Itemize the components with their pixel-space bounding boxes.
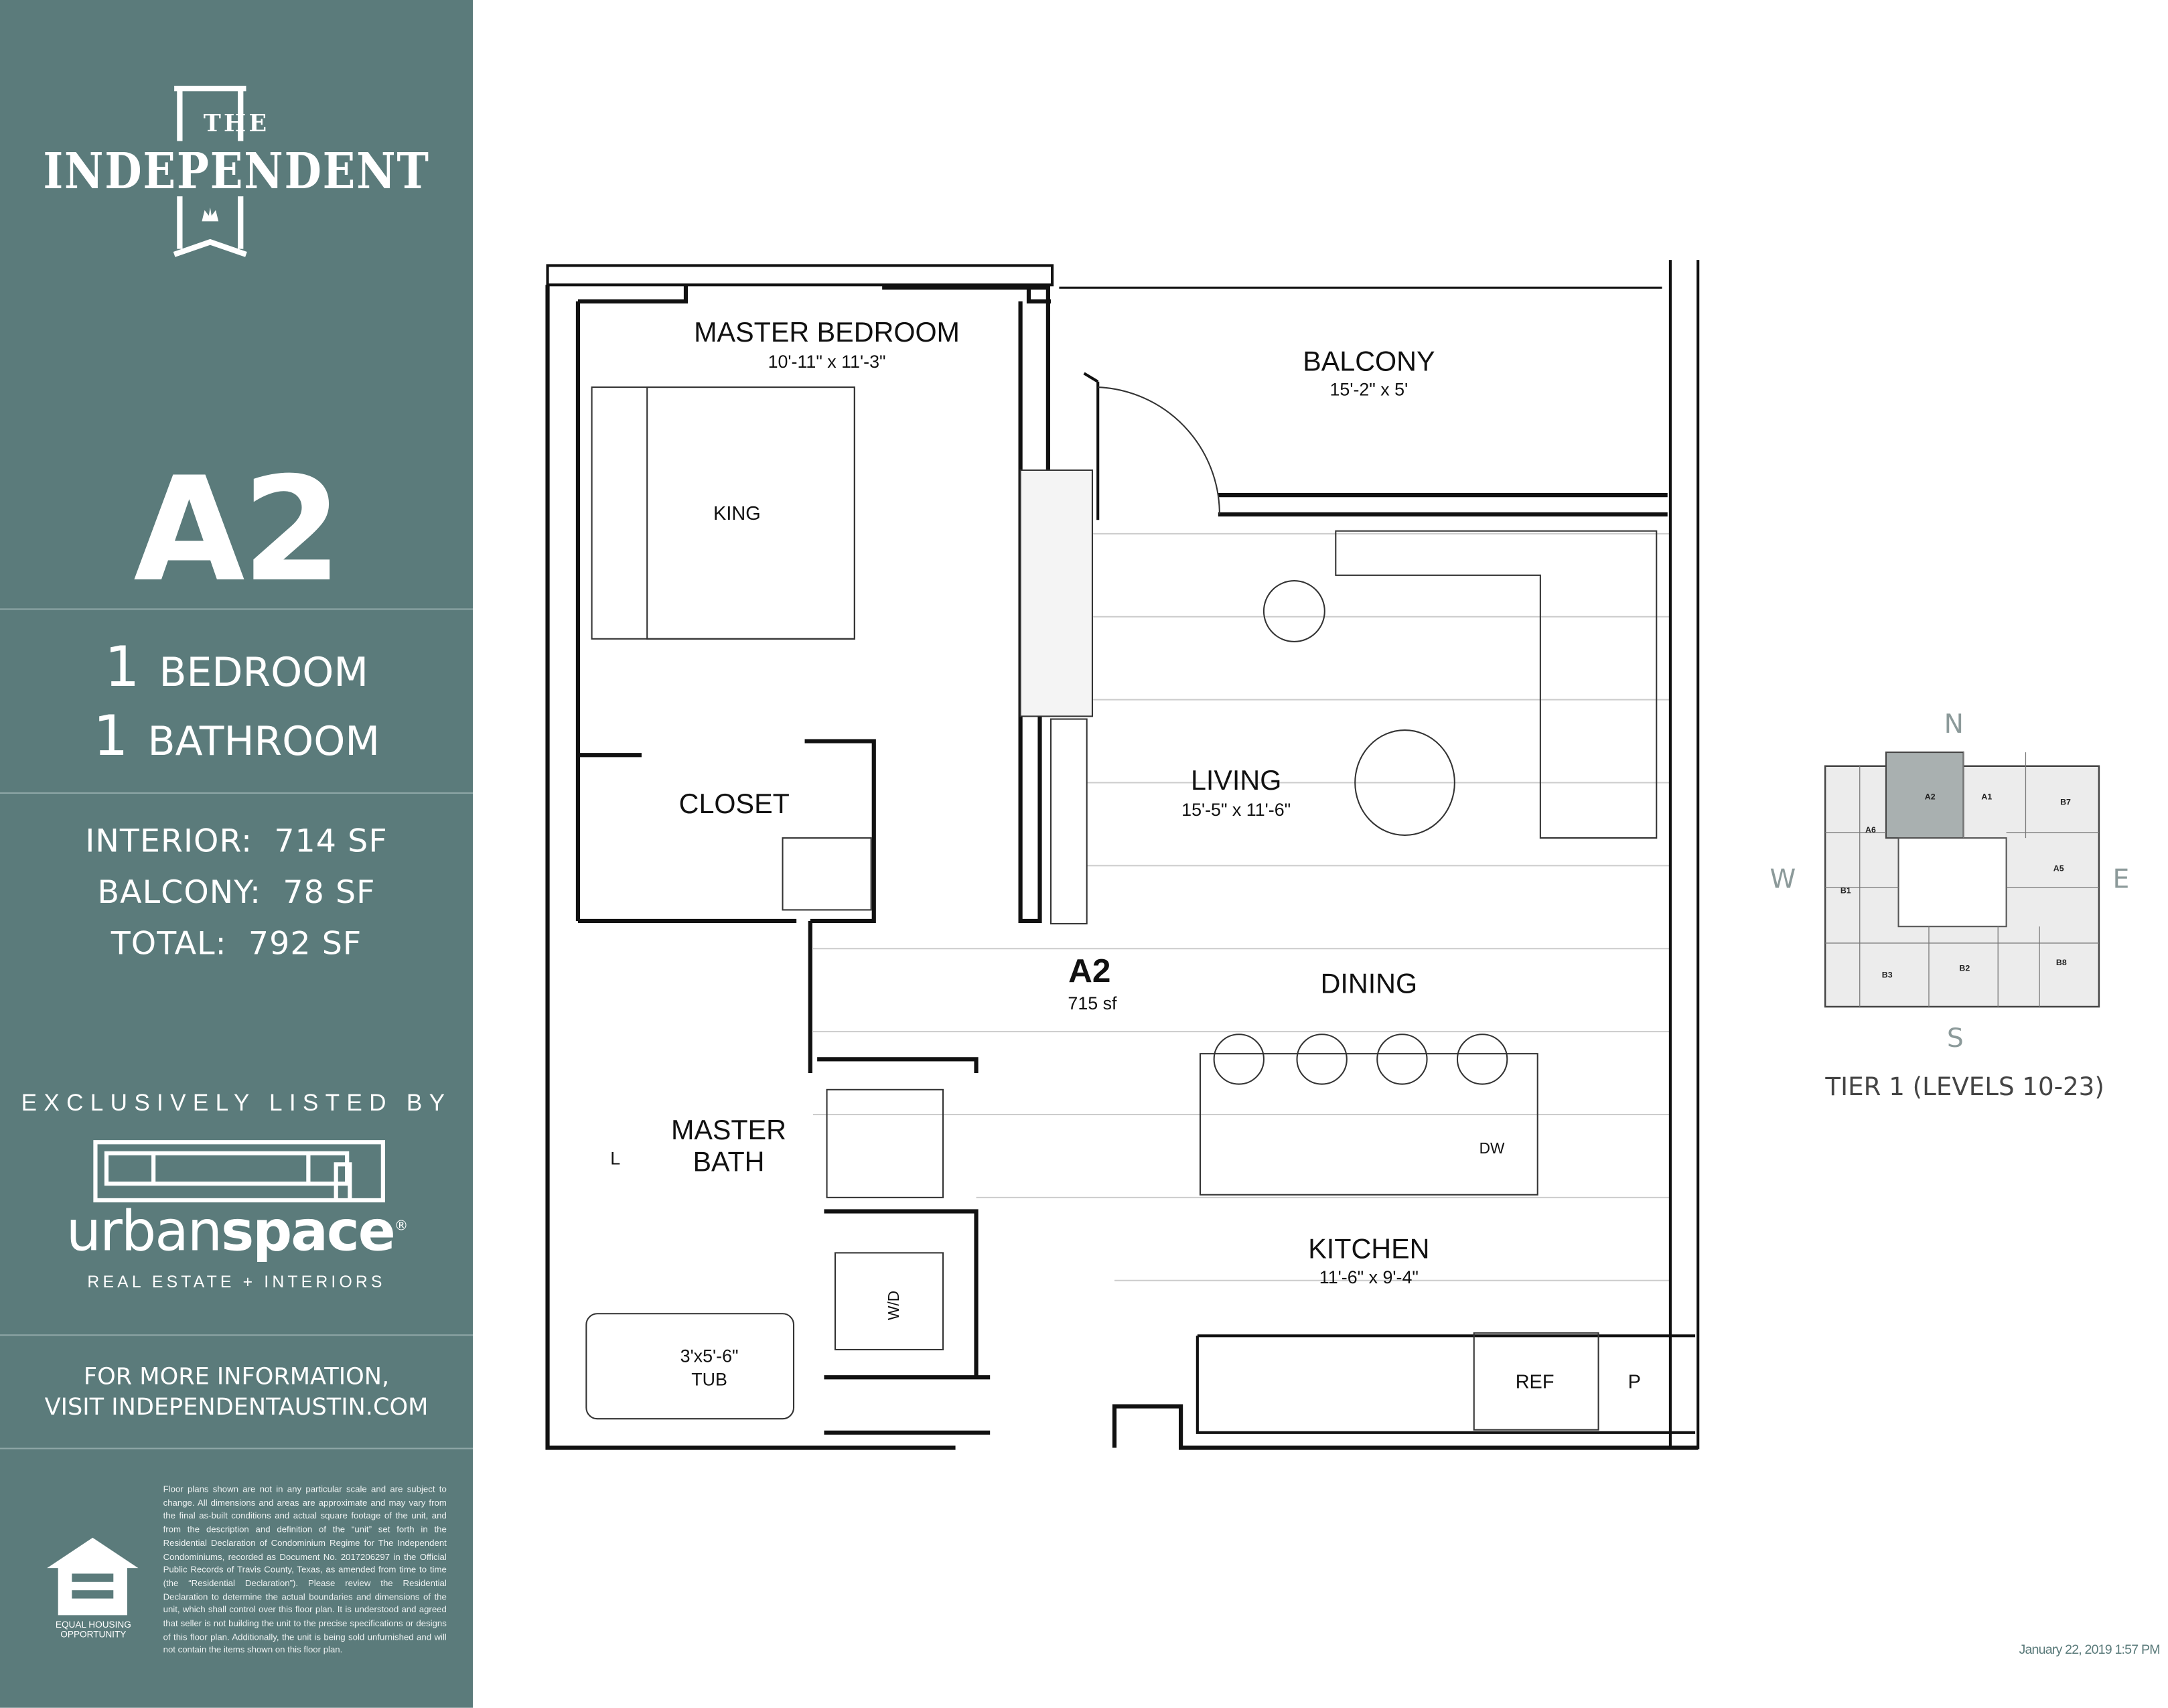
unit-name: A2 — [133, 445, 342, 614]
washer-dryer-label: W/D — [885, 1291, 902, 1320]
refrigerator-label: REF — [1516, 1372, 1555, 1393]
building-key-plan: A2 A1 B7 A6 A5 B1 B3 B2 B8 — [1804, 749, 2102, 1010]
disclaimer-text: Floor plans shown are not in any particu… — [163, 1485, 447, 1656]
room-master-bedroom: MASTER BEDROOM — [694, 317, 960, 348]
logo-the: THE — [203, 111, 270, 139]
urbanspace-wordmark: urbanspace® — [66, 1200, 409, 1264]
equal-housing-icon — [47, 1537, 139, 1616]
logo-banner-icon — [173, 85, 247, 257]
exclusively-listed-label: EXCLUSIVELY LISTED BY — [21, 1089, 452, 1117]
unit-sf-label: 715 sf — [1068, 993, 1117, 1013]
key-unit-b1: B1 — [1840, 886, 1851, 896]
room-dining: DINING — [1321, 968, 1417, 999]
room-living-dim: 15'-5" x 11'-6" — [1181, 800, 1291, 820]
room-labels: MASTER BEDROOM 10'-11" x 11'-3" KING BAL… — [610, 317, 1641, 1393]
urbanspace-tagline: REAL ESTATE + INTERIORS — [87, 1272, 386, 1292]
compass-east: E — [2112, 864, 2130, 895]
tub-label: TUB — [691, 1370, 727, 1390]
key-unit-b2: B2 — [1959, 963, 1970, 973]
more-info-label: FOR MORE INFORMATION, — [83, 1363, 390, 1391]
room-master-bedroom-dim: 10'-11" x 11'-3" — [768, 352, 886, 372]
room-balcony-dim: 15'-2" x 5' — [1329, 379, 1408, 399]
dishwasher-label: DW — [1479, 1139, 1505, 1157]
timestamp: January 22, 2019 1:57 PM — [2019, 1642, 2160, 1658]
key-unit-b8: B8 — [2056, 958, 2067, 967]
total-area: TOTAL: 792 SF — [111, 926, 362, 963]
bed-king-label: KING — [713, 503, 761, 524]
key-unit-a5: A5 — [2053, 864, 2064, 873]
unit-floor-plan: MASTER BEDROOM 10'-11" x 11'-3" KING BAL… — [520, 243, 1718, 1469]
key-unit-a2: A2 — [1925, 792, 1936, 801]
balcony-area: BALCONY: 78 SF — [97, 875, 376, 912]
room-balcony: BALCONY — [1303, 346, 1435, 376]
logo-name: INDEPENDENT — [43, 142, 430, 201]
key-unit-b3: B3 — [1882, 971, 1893, 980]
key-unit-b7: B7 — [2060, 798, 2071, 807]
interior-area: INTERIOR: 714 SF — [85, 824, 388, 861]
crown-icon — [202, 207, 219, 222]
furniture — [585, 386, 1658, 1431]
key-unit-a6: A6 — [1865, 825, 1876, 835]
unit-label: A2 — [1068, 952, 1110, 989]
room-master-bath-2: BATH — [693, 1147, 764, 1178]
walls — [545, 260, 1700, 1450]
floor-hatching — [812, 532, 1670, 1281]
room-master-bath: MASTER — [671, 1115, 786, 1145]
key-unit-a1: A1 — [1981, 792, 1992, 801]
linen-label: L — [610, 1148, 620, 1168]
website-link[interactable]: VISIT INDEPENDENTAUSTIN.COM — [44, 1394, 429, 1422]
compass-north: N — [1944, 709, 1964, 740]
room-living: LIVING — [1191, 765, 1281, 796]
urbanspace-logo-icon — [93, 1140, 385, 1203]
key-plan-title: TIER 1 (LEVELS 10-23) — [1825, 1073, 2104, 1102]
pantry-label: P — [1628, 1372, 1641, 1393]
compass-west: W — [1769, 864, 1796, 895]
room-kitchen: KITCHEN — [1308, 1234, 1429, 1265]
tub-dim: 3'x5'-6" — [680, 1346, 739, 1366]
room-closet: CLOSET — [679, 788, 790, 819]
compass-south: S — [1946, 1023, 1964, 1054]
room-kitchen-dim: 11'-6" x 9'-4" — [1319, 1267, 1419, 1287]
